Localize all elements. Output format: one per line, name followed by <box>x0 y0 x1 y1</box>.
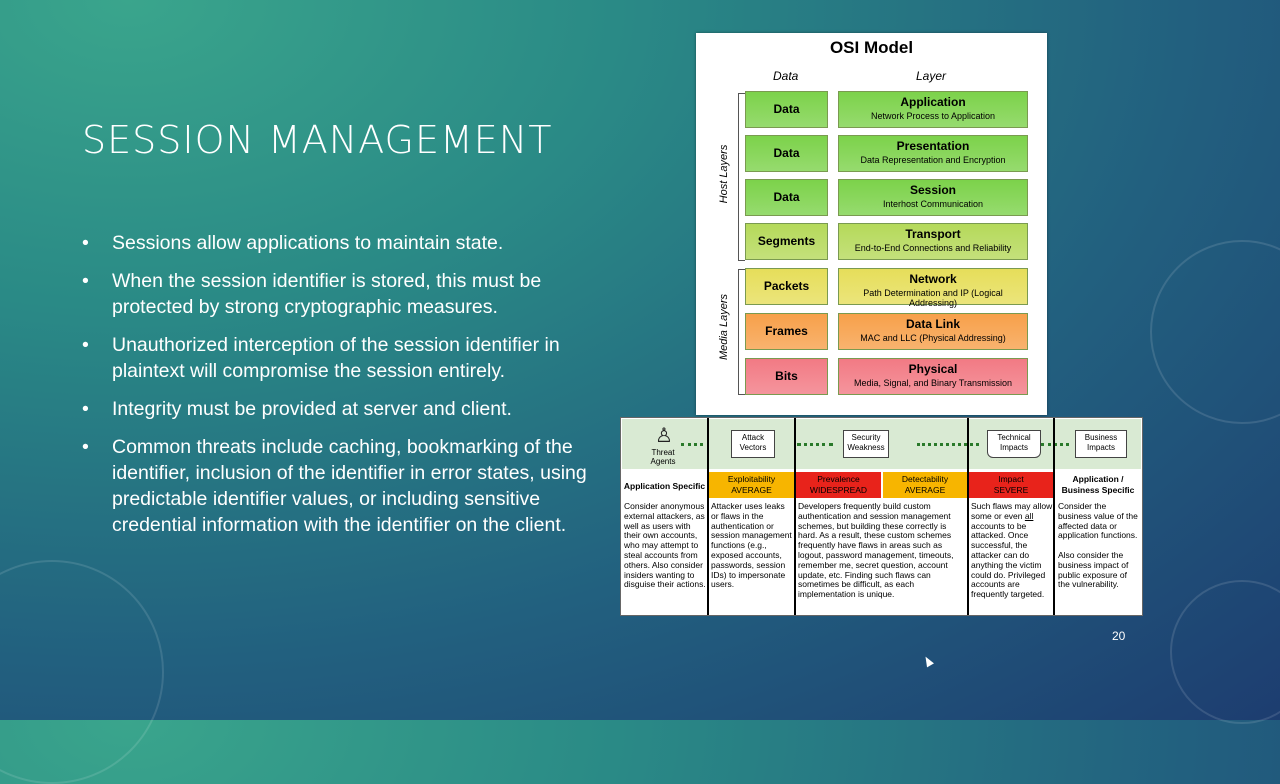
header-impact-label: Impact <box>998 474 1024 484</box>
bullet-item: • Unauthorized interception of the sessio… <box>82 332 592 384</box>
osi-data-cell: Data <box>745 135 828 172</box>
threat-agent-icon: ♙ <box>655 425 673 447</box>
osi-layer-desc: Data Representation and Encryption <box>860 155 1006 165</box>
osi-data-cell: Bits <box>745 358 828 395</box>
header-app-business: Application / Business Specific <box>1061 474 1135 495</box>
osi-data-cell: Packets <box>745 268 828 305</box>
decorative-ring <box>0 560 164 784</box>
osi-layer-name: Application <box>900 95 966 109</box>
osi-layer-desc: Interhost Communication <box>882 199 984 209</box>
osi-data-cell: Segments <box>745 223 828 260</box>
bullet-item: • When the session identifier is stored, … <box>82 268 592 320</box>
bullet-item: • Common threats include caching, bookmar… <box>82 434 592 538</box>
osi-layer-desc: Path Determination and IP (Logical Addre… <box>863 288 1003 308</box>
osi-layer-name: Presentation <box>896 139 970 153</box>
page-number: 20 <box>1112 629 1126 643</box>
decorative-ring <box>1170 580 1280 724</box>
osi-data-cell: Data <box>745 179 828 216</box>
technical-text-b: accounts to be attacked. Once successful… <box>971 520 1046 600</box>
header-detectability-label: Detectability <box>901 474 949 484</box>
osi-layer-name: Network <box>909 272 957 286</box>
flow-security-weakness: Security Weakness <box>843 430 889 458</box>
business-text-1: Consider the business value of the affec… <box>1058 501 1138 541</box>
osi-data-cell: Data <box>745 91 828 128</box>
flow-dots <box>797 443 833 446</box>
decorative-ring <box>1150 240 1280 424</box>
header-prevalence-value: WIDESPREAD <box>809 485 868 495</box>
mouse-cursor-icon <box>922 654 934 668</box>
technical-text-a: Such flaws may allow some or even <box>971 501 1053 521</box>
flow-dots <box>1041 443 1069 446</box>
osi-layer-name: Data Link <box>905 317 960 331</box>
media-bracket <box>738 269 745 395</box>
column-divider <box>967 418 969 615</box>
osi-layer-name: Transport <box>905 227 961 241</box>
flow-business-impacts: Business Impacts <box>1075 430 1127 458</box>
bullet-item: • Sessions allow applications to maintain… <box>82 230 592 256</box>
osi-layer-desc: Media, Signal, and Binary Transmission <box>853 378 1013 388</box>
flow-threat-agents: Threat Agents <box>650 448 676 466</box>
body-technical-impacts: Such flaws may allow some or even all ac… <box>971 501 1053 600</box>
body-security-weakness: Developers frequently build custom authe… <box>798 501 954 600</box>
osi-layer-desc: End-to-End Connections and Reliability <box>854 243 1012 253</box>
body-threat-agents: Consider anonymous external attackers, a… <box>624 501 706 590</box>
bullet-text: When the session identifier is stored, t… <box>112 270 542 318</box>
header-impact-value: SEVERE <box>993 485 1029 495</box>
bullet-dot: • <box>82 436 89 458</box>
bullet-text: Common threats include caching, bookmark… <box>112 436 587 536</box>
host-layers-label: Host Layers <box>718 144 730 204</box>
technical-text-all: all <box>1024 510 1034 521</box>
header-exploitability-value: AVERAGE <box>731 485 772 495</box>
bullet-text: Integrity must be provided at server and… <box>112 398 512 420</box>
flow-dots <box>917 443 979 446</box>
osi-layer-name: Session <box>909 183 957 197</box>
flow-attack-vectors: Attack Vectors <box>731 430 775 458</box>
column-divider <box>1053 418 1055 615</box>
media-layers-label: Media Layers <box>718 293 730 361</box>
column-divider <box>794 418 796 615</box>
bullet-dot: • <box>82 270 89 292</box>
column-divider <box>707 418 709 615</box>
bullet-text: Sessions allow applications to maintain … <box>112 232 504 254</box>
osi-col-layer: Layer <box>916 69 947 83</box>
bullet-dot: • <box>82 334 89 356</box>
header-app-specific: Application Specific <box>623 481 706 491</box>
header-detectability-value: AVERAGE <box>904 485 946 495</box>
flow-dots <box>681 443 703 446</box>
risk-table: ♙ Threat Agents Attack Vectors Security … <box>620 417 1143 616</box>
header-exploitability-label: Exploitability <box>727 474 776 484</box>
flow-technical-impacts: Technical Impacts <box>987 430 1041 458</box>
header-prevalence-label: Prevalence <box>817 474 860 484</box>
business-text-2: Also consider the business impact of pub… <box>1058 549 1129 590</box>
host-bracket <box>738 93 745 261</box>
slide-title: SESSION MANAGEMENT <box>82 118 553 162</box>
bullet-dot: • <box>82 232 89 254</box>
osi-col-data: Data <box>773 69 799 83</box>
body-attack-vectors: Attacker uses leaks or flaws in the auth… <box>711 501 792 590</box>
osi-model-figure: OSI Model Data Layer Host Layers Media L… <box>696 33 1047 415</box>
bullet-list: • Sessions allow applications to maintain… <box>82 230 592 550</box>
bullet-item: • Integrity must be provided at server an… <box>82 396 592 422</box>
osi-layer-desc: Network Process to Application <box>870 111 996 121</box>
osi-data-cell: Frames <box>745 313 828 350</box>
osi-layer-name: Physical <box>908 362 958 376</box>
osi-title: OSI Model <box>829 38 914 57</box>
body-business-impacts: Consider the business value of the affec… <box>1058 501 1140 590</box>
osi-layer-desc: MAC and LLC (Physical Addressing) <box>860 333 1006 343</box>
bullet-dot: • <box>82 398 89 420</box>
bullet-text: Unauthorized interception of the session… <box>112 334 560 382</box>
